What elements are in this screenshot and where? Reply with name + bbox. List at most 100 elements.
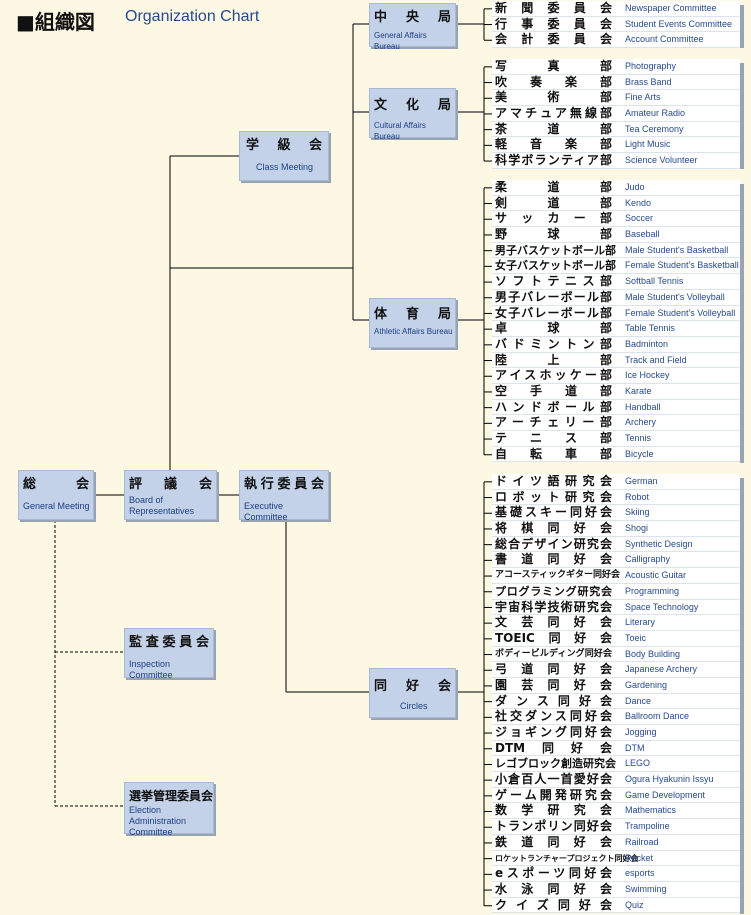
item-japanese-name: 弓道同好会 (495, 662, 612, 677)
item-english-name: Ice Hockey (625, 370, 670, 381)
item-japanese-name: 野球部 (495, 227, 612, 242)
list-shadow (740, 478, 744, 914)
item-english-name: Male Student's Volleyball (625, 291, 725, 302)
item-japanese-name: TOEIC同好会 (495, 630, 612, 645)
item-english-name: Newspaper Committee (625, 3, 717, 13)
item-japanese-name: 吹奏楽部 (495, 74, 612, 89)
item-english-name: Shogi (625, 523, 649, 534)
item-japanese-name: 会計委員会 (495, 32, 612, 47)
item-english-name: Gardening (625, 679, 668, 690)
item-japanese-name: バドミントン部 (495, 336, 612, 351)
item-english-name: Archery (625, 417, 657, 428)
item-japanese-name: 鉄道同好会 (495, 834, 612, 849)
list-item: 美術部 Fine Arts (492, 90, 740, 107)
athletic-affairs-bureau-english: Athletic Affairs Bureau (374, 327, 453, 336)
item-japanese-name: 数学研究会 (495, 803, 612, 818)
item-japanese-name: 写真部 (495, 59, 612, 73)
item-japanese-name: 水泳同好会 (495, 881, 612, 896)
item-english-name: Karate (625, 385, 652, 396)
election-committee-box: 選挙管理委員会 Election Administration Committe… (124, 782, 214, 837)
item-japanese-name: 空手道部 (495, 383, 612, 398)
item-english-name: Account Committee (625, 34, 704, 45)
item-japanese-name: アイスホッケー部 (495, 368, 612, 383)
item-english-name: Railroad (625, 836, 659, 847)
list-item: アイスホッケー部 Ice Hockey (492, 368, 740, 384)
item-english-name: Jogging (625, 727, 657, 737)
inspection-committee-box: 監査委員会 Inspection Committee (124, 628, 214, 680)
item-japanese-name: 基礎スキー同好会 (495, 505, 612, 520)
inspection-committee-label: 監査委員会 (129, 635, 209, 650)
item-english-name: Judo (625, 182, 645, 192)
list-item: アーチェリー部 Archery (492, 415, 740, 431)
item-english-name: Body Building (625, 648, 681, 659)
item-japanese-name: 総合デザイン研究会 (495, 536, 612, 551)
list-item: 水泳同好会 Swimming (492, 881, 740, 898)
item-japanese-name: プログラミング研究会 (495, 584, 612, 598)
item-english-name: Japanese Archery (625, 664, 698, 675)
item-english-name: Female Student's Basketball (625, 260, 739, 271)
item-english-name: Quiz (625, 899, 644, 910)
page-subtitle: Organization Chart (125, 8, 260, 25)
representatives-box: 評 議 会 Board of Representatives (124, 470, 217, 520)
item-japanese-name: レゴブロック創造研究会 (495, 757, 616, 771)
general-affairs-bureau-box: 中 央 局 General Affairs Bureau (369, 3, 456, 51)
item-english-name: Amateur Radio (625, 108, 686, 119)
item-japanese-name: 文芸同好会 (495, 615, 612, 630)
item-english-name: Track and Field (625, 354, 687, 365)
item-english-name: Ogura Hyakunin Issyu (625, 774, 714, 785)
item-japanese-name: 美術部 (495, 90, 612, 105)
item-japanese-name: ゲーム開発研究会 (495, 787, 612, 802)
general-affairs-bureau-label: 中 央 局 (374, 10, 451, 25)
item-english-name: Acoustic Guitar (625, 570, 687, 581)
item-english-name: Kendo (625, 197, 652, 208)
athletic-affairs-bureau-box: 体 育 局 Athletic Affairs Bureau (369, 298, 456, 348)
item-japanese-name: クイズ同好会 (495, 897, 612, 912)
list-item: 柔道部 Judo (492, 180, 740, 196)
circles-english: Circles (400, 701, 428, 711)
item-japanese-name: 行事委員会 (495, 16, 612, 31)
item-english-name: Soccer (625, 213, 654, 224)
item-english-name: Ballroom Dance (625, 711, 690, 722)
item-japanese-name: 柔道部 (495, 180, 612, 194)
item-japanese-name: アーチェリー部 (495, 415, 612, 430)
executive-committee-box: 執行委員会 Executive Committee (239, 470, 329, 522)
item-english-name: Handball (625, 401, 661, 412)
item-english-name: Fine Arts (625, 92, 661, 103)
list-item: 陸上部 Track and Field (492, 352, 740, 369)
item-japanese-name: 男子バスケットボール部 (495, 243, 616, 257)
list-item: 会計委員会 Account Committee (492, 32, 740, 49)
item-japanese-name: ダンス同好会 (495, 693, 612, 708)
item-japanese-name: アコースティックギター同好会 (495, 570, 621, 581)
item-english-name: Space Technology (625, 601, 699, 612)
item-english-name: DTM (625, 742, 645, 753)
item-english-name: Softball Tennis (625, 276, 684, 287)
item-japanese-name: eスポーツ同好会 (495, 866, 612, 881)
item-english-name: German (625, 476, 658, 486)
item-japanese-name: トランポリン同好会 (495, 819, 612, 834)
item-english-name: Swimming (625, 883, 667, 894)
circles-label: 同 好 会 (374, 679, 451, 694)
item-japanese-name: 陸上部 (495, 352, 612, 367)
